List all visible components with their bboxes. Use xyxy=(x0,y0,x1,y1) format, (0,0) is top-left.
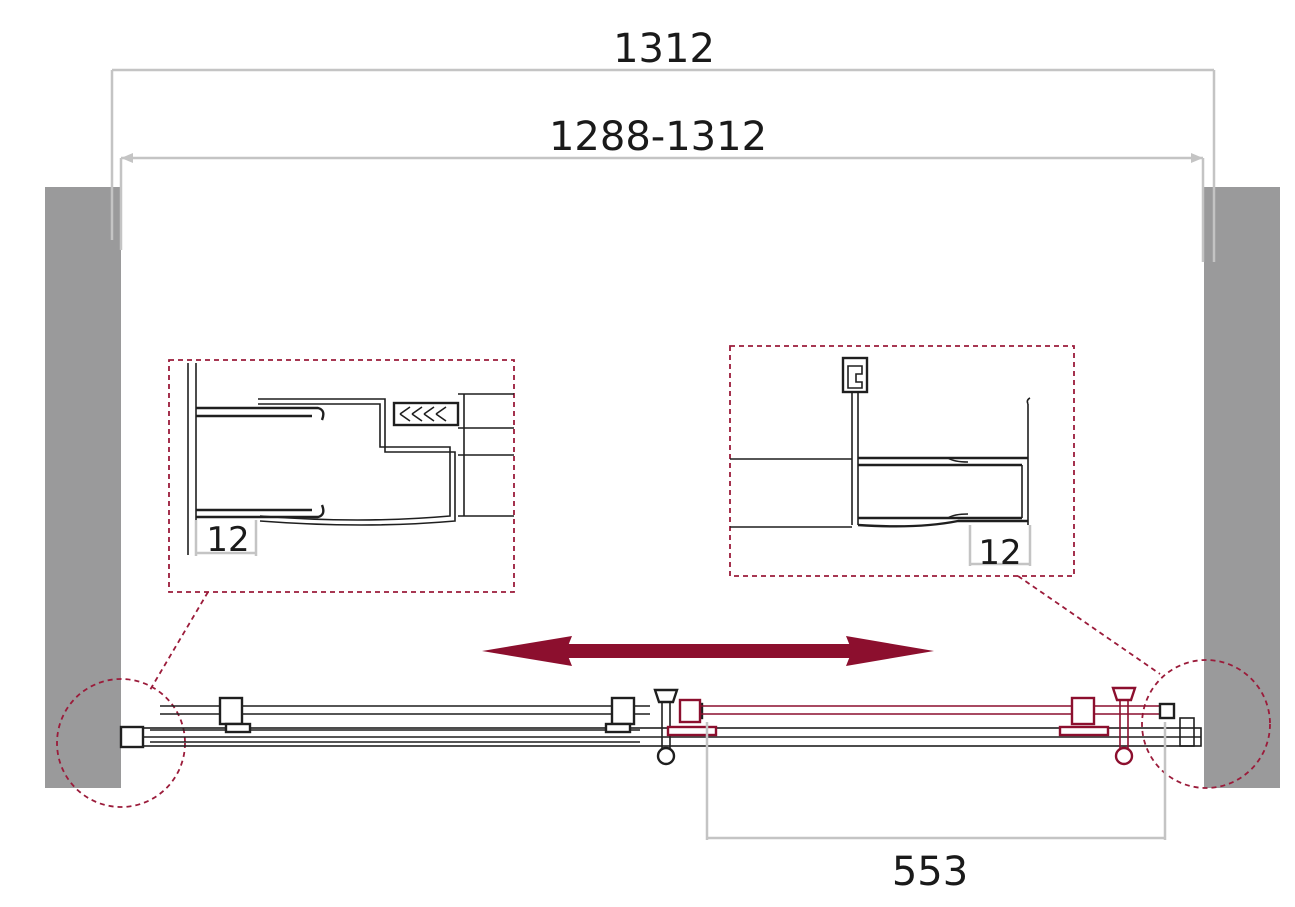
adjustable-width-label: 1288-1312 xyxy=(549,114,767,160)
fixed-panel xyxy=(119,717,1202,749)
right-wall xyxy=(1204,187,1280,788)
adjustable-width-dimension: 1288-1312 xyxy=(119,114,1205,262)
left-detail-view: 12 xyxy=(168,359,515,593)
right-callout-circle xyxy=(1141,659,1271,789)
left-wall xyxy=(45,187,121,788)
left-callout-leader xyxy=(149,591,209,691)
right-gap-label: 12 xyxy=(978,533,1021,573)
opening-width-label: 553 xyxy=(892,849,968,895)
double-headed-arrow-icon xyxy=(482,636,934,666)
right-callout-leader xyxy=(1017,575,1161,675)
right-detail-view: 12 xyxy=(729,345,1075,577)
sliding-track xyxy=(160,688,704,766)
left-gap-label: 12 xyxy=(206,520,249,560)
left-callout-circle xyxy=(56,678,186,808)
sliding-door xyxy=(666,686,1176,766)
overall-width-dimension: 1312 xyxy=(110,26,1216,262)
opening-width-dimension: 553 xyxy=(705,722,1167,895)
overall-width-label: 1312 xyxy=(613,26,715,72)
